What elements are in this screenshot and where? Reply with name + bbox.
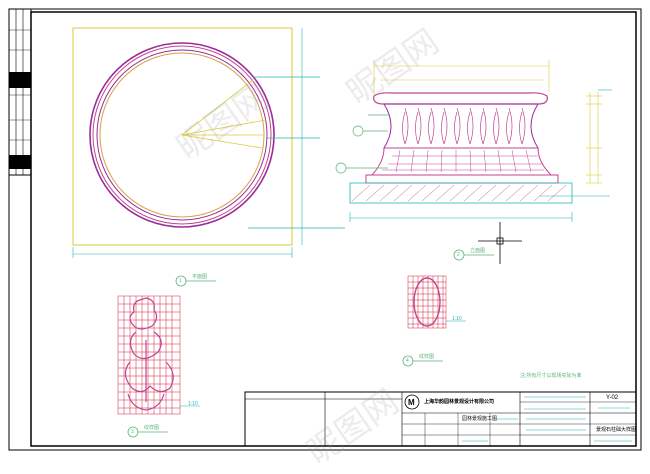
elevation-top-dimensions (373, 60, 550, 92)
pattern-a-motif (124, 297, 174, 411)
pattern-a-view-number: 3 (131, 429, 134, 435)
plan-view-marker[interactable] (175, 275, 216, 287)
title-block-drawing-no: Y-02 (606, 395, 619, 401)
binding-strip (8, 8, 32, 176)
svg-text:M: M (408, 398, 415, 407)
pattern-b-view-number: 4 (406, 358, 409, 364)
elevation-view-title: 立面图 (470, 248, 486, 254)
plan-view-title: 平面图 (192, 274, 208, 280)
title-block-fields (462, 396, 632, 442)
elevation-view-number: 2 (457, 252, 460, 258)
pattern-b-view[interactable] (407, 275, 466, 329)
cad-drawing-viewport[interactable]: M (0, 0, 650, 459)
pattern-b-grid (407, 275, 447, 329)
elevation-leaf-ornament (402, 107, 526, 145)
elevation-side-leaders (540, 89, 612, 197)
title-block-project: 景观石柱础大样图 (596, 427, 637, 433)
pattern-b-oval-motif (413, 277, 441, 327)
pattern-a-scale: 1:10 (188, 401, 198, 407)
crosshair-cursor[interactable] (478, 222, 522, 264)
elevation-callouts[interactable] (335, 114, 390, 174)
pattern-a-view-title: 纹样图 (144, 425, 160, 431)
elevation-capital-top (373, 92, 548, 105)
pattern-a-view[interactable] (117, 295, 200, 415)
elevation-side-dimensions (586, 92, 602, 184)
elevation-lower-ornament (382, 149, 544, 173)
plan-ring-2 (92, 45, 272, 225)
elevation-lower-bell (370, 147, 553, 176)
elevation-plinth (365, 174, 559, 184)
elevation-leaf-band (383, 103, 539, 149)
title-block-sheet-title: 园林景观施工图 (462, 416, 498, 422)
pattern-a-grid (117, 295, 181, 415)
pattern-a-view-marker[interactable] (127, 426, 168, 438)
bottom-note: 注:所有尺寸以现场实际为准 (520, 373, 582, 379)
elevation-view[interactable] (335, 60, 612, 222)
company-logo: M (404, 394, 420, 410)
title-block (244, 391, 637, 447)
title-block-company: 上海华韵园林景观设计有限公司 (424, 399, 495, 405)
elevation-view-marker[interactable] (453, 249, 494, 261)
plan-dimension (72, 28, 303, 258)
plan-view-number: 1 (179, 278, 182, 284)
sheet-border (8, 8, 642, 451)
pattern-b-view-title: 纹样图 (419, 354, 435, 360)
plan-outer-ring (89, 42, 275, 228)
pattern-b-view-marker[interactable] (402, 355, 443, 367)
plan-view[interactable] (72, 27, 345, 258)
drawing-frame (30, 11, 637, 447)
pattern-b-scale: 1:10 (452, 316, 462, 322)
plan-base-square (72, 27, 293, 246)
elevation-foundation (349, 182, 573, 204)
plan-ring-3 (96, 49, 268, 221)
elevation-bottom-dimension (349, 212, 573, 222)
plan-radius-lines (181, 79, 267, 149)
plan-leaders (248, 76, 345, 229)
